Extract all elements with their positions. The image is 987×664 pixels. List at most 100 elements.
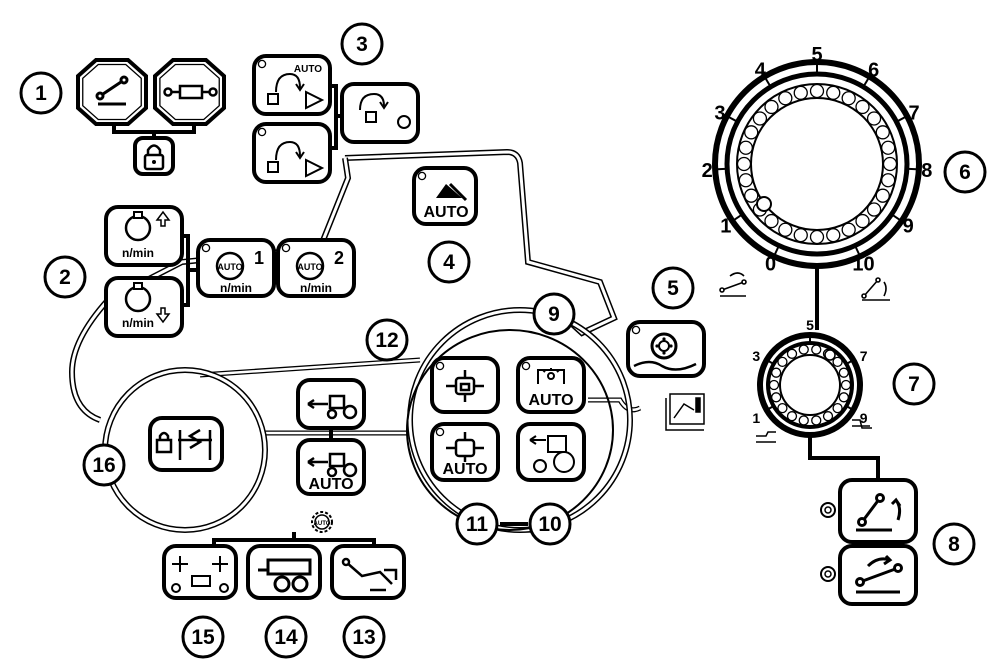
suspension-lock-button[interactable] xyxy=(148,416,224,472)
depth-deep-icon xyxy=(852,419,872,429)
tractor-reverse-icon xyxy=(529,435,575,473)
tractor-axles-icon xyxy=(171,556,229,593)
dial-tick-label: 1 xyxy=(752,410,760,426)
grip-notch xyxy=(811,344,822,355)
lower-icon xyxy=(855,554,903,594)
headland-turn-icon xyxy=(267,140,325,178)
auto-small-label: AUTO xyxy=(217,262,242,272)
callout-3: 3 xyxy=(340,22,384,66)
svg-text:6: 6 xyxy=(959,161,971,184)
grip-notch xyxy=(793,228,808,243)
grip-notch xyxy=(840,379,852,391)
auto-gear-icon: AUTO xyxy=(311,511,333,533)
grip-notch xyxy=(855,99,870,115)
callout-2: 2 xyxy=(43,255,87,299)
auto-label: AUTO xyxy=(308,476,353,493)
engine-speed-icon xyxy=(124,282,171,324)
callout-14: 14 xyxy=(264,615,308,659)
dial-tick-mark xyxy=(764,77,771,86)
group-16-suspension xyxy=(148,416,224,472)
lower-icon xyxy=(719,272,747,297)
grip-notch xyxy=(855,213,870,229)
group-4-implement-auto: AUTO xyxy=(412,166,478,226)
hitch-button[interactable] xyxy=(330,544,406,600)
callout-12: 12 xyxy=(365,318,409,362)
grip-notch xyxy=(744,188,759,203)
grip-notch xyxy=(826,228,841,243)
memory-2-label: 2 xyxy=(334,248,344,268)
steering-mode-button[interactable] xyxy=(162,544,238,600)
grip-notch xyxy=(838,392,849,403)
nmin-label: n/min xyxy=(122,316,154,330)
pto-auto-button[interactable] xyxy=(516,356,586,414)
grip-notch xyxy=(838,367,849,378)
grip-notch xyxy=(778,222,793,237)
grip-notch xyxy=(738,140,753,155)
callout-4: 4 xyxy=(427,240,471,284)
auto-label: AUTO xyxy=(442,461,487,478)
svg-text:2: 2 xyxy=(59,266,71,289)
svg-text:15: 15 xyxy=(191,626,215,649)
svg-text:7: 7 xyxy=(908,373,920,396)
callout-15: 15 xyxy=(181,615,225,659)
grip-notch xyxy=(764,213,779,229)
headland-turn-icon xyxy=(359,92,411,129)
tractor-reverse-icon xyxy=(307,452,358,478)
dial-tick-mark xyxy=(892,214,901,221)
svg-text:11: 11 xyxy=(466,513,489,536)
svg-text:14: 14 xyxy=(274,626,298,649)
dial-tick-label: 7 xyxy=(860,348,868,364)
dial-tick-mark xyxy=(733,214,742,221)
auto-label: AUTO xyxy=(528,392,573,409)
manual-book-icon xyxy=(665,393,705,431)
dial-tick-label: 10 xyxy=(852,254,874,276)
dial-tick-label: 9 xyxy=(903,216,914,238)
grip-notch xyxy=(866,202,882,217)
grip-notch xyxy=(738,173,753,188)
hitch-icon xyxy=(341,557,398,592)
dial-tick-label: 7 xyxy=(909,102,920,124)
grip-notch xyxy=(875,188,890,203)
nmin-label: n/min xyxy=(300,281,332,295)
group-1-linkage-lock xyxy=(76,58,226,176)
dial-tick-mark xyxy=(897,116,906,122)
svg-text:1: 1 xyxy=(35,82,47,105)
callout-6: 6 xyxy=(943,150,987,194)
grip-notch xyxy=(811,415,822,426)
grip-notch xyxy=(832,402,843,414)
dial-tick-label: 2 xyxy=(702,160,713,182)
group-9-10-11-drive-controls: AUTO AUTO xyxy=(430,356,586,482)
dial-tick-label: 4 xyxy=(755,60,767,82)
auto-label: AUTO xyxy=(294,64,322,75)
dial-tick-label: 5 xyxy=(811,44,822,66)
dial-tick-mark xyxy=(766,359,775,365)
callout-13: 13 xyxy=(342,615,386,659)
raise-button[interactable] xyxy=(838,478,918,544)
raise-icon xyxy=(861,277,890,301)
grip-notch xyxy=(809,229,825,245)
pto-auto-icon xyxy=(537,368,565,384)
implement-auto-icon xyxy=(436,182,468,202)
dial-grip xyxy=(768,344,852,426)
nmin-label: n/min xyxy=(122,246,154,260)
four-wheel-drive-icon xyxy=(446,432,484,462)
group-5-tyre-pressure xyxy=(626,320,706,431)
depth-shallow-icon xyxy=(756,431,776,443)
dial-tick-mark xyxy=(863,77,870,86)
callout-7: 7 xyxy=(892,362,936,406)
grip-notch xyxy=(771,367,782,378)
svg-text:5: 5 xyxy=(667,277,679,300)
group-2-engine-speed: n/min n/min AUTO 1 n/min AUTO 2 n/min xyxy=(104,205,356,338)
grip-notch xyxy=(736,156,752,172)
callout-16: 16 xyxy=(82,443,126,487)
dial-tick-label: 5 xyxy=(806,317,814,333)
svg-text:8: 8 xyxy=(948,533,960,556)
callout-10: 10 xyxy=(528,502,572,546)
svg-text:13: 13 xyxy=(352,626,375,649)
auto-small-label: AUTO xyxy=(297,262,322,272)
grip-notch xyxy=(768,379,780,391)
grip-notch xyxy=(881,140,896,155)
headland-record-button[interactable] xyxy=(340,82,420,144)
